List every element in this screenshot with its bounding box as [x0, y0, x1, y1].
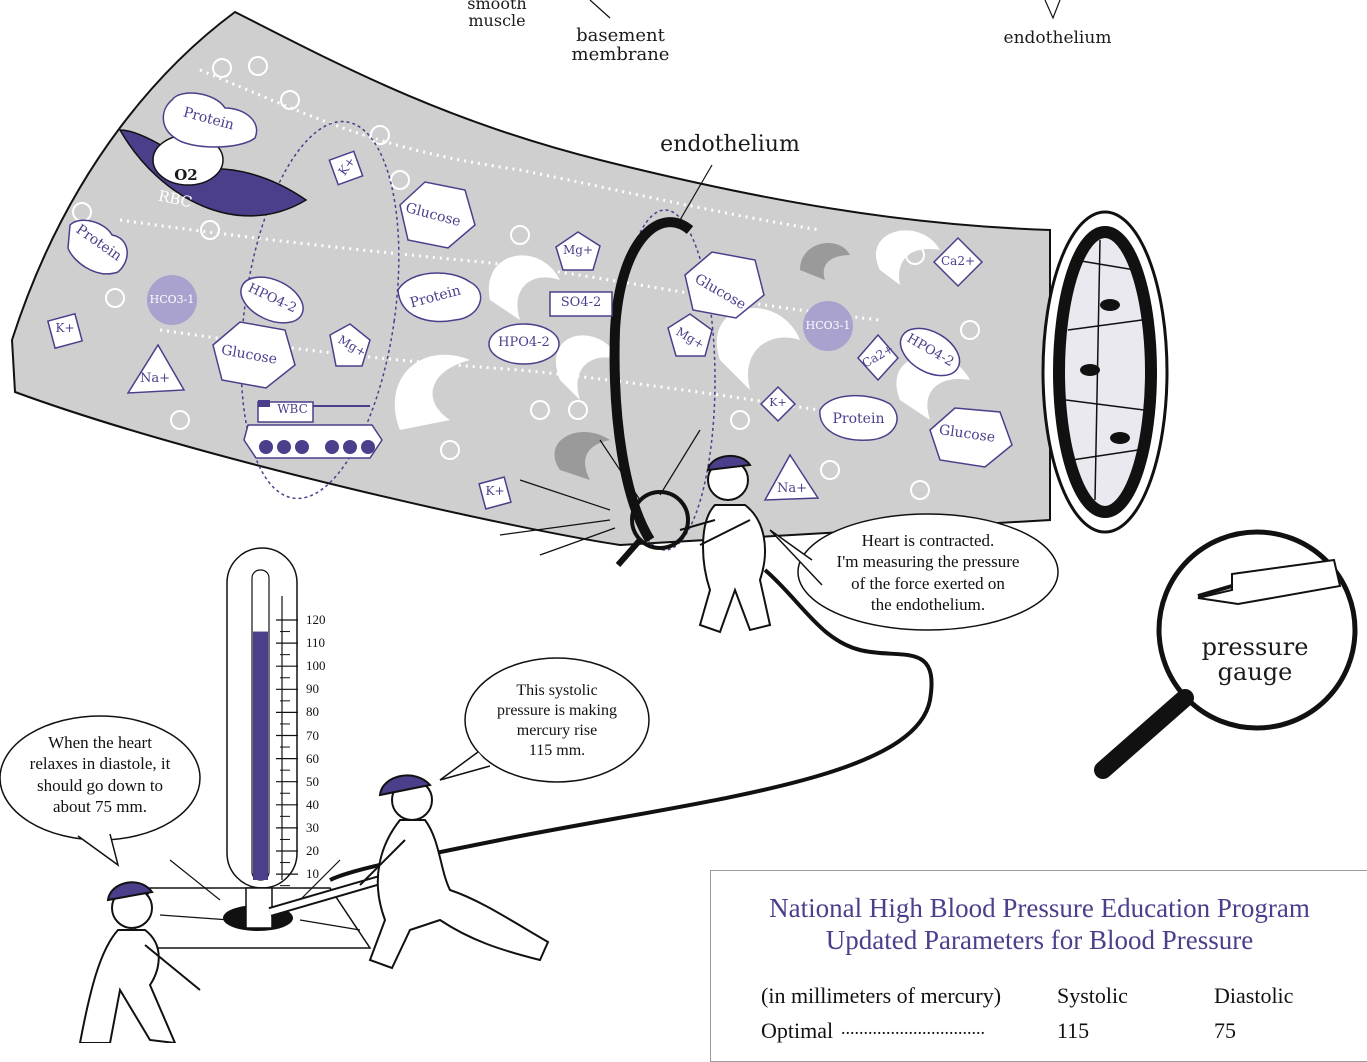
pressure-gauge-label-line: pressure [1190, 635, 1320, 660]
gauge-tick-label: 30 [306, 820, 319, 836]
table-row-systolic: 115 [1057, 1018, 1089, 1044]
bubble-line: Heart is contracted. [800, 530, 1056, 551]
na-label: Na+ [135, 372, 175, 386]
gauge-tick-label: 80 [306, 704, 319, 720]
bubble-line: about 75 mm. [0, 796, 200, 817]
table-row-diastolic: 75 [1214, 1018, 1236, 1044]
protein-label: Protein [826, 412, 891, 427]
pump-worker-figure [360, 775, 548, 968]
oxygen-label: O2 [166, 168, 206, 184]
mg-label: Mg+ [558, 244, 598, 257]
na-label: Na+ [772, 482, 812, 496]
table-row-dots: ................................ [841, 1018, 985, 1039]
bubble-line: the endothelium. [800, 594, 1056, 615]
gauge-tick-label: 120 [306, 612, 326, 628]
ca-label: Ca2+ [938, 255, 978, 268]
bubble-line: This systolic [470, 681, 644, 701]
smooth-muscle-pointer [590, 0, 610, 18]
basement-membrane-label-line: membrane [548, 46, 693, 65]
k-label: K+ [763, 397, 793, 409]
endothelium-top-label: endothelium [990, 30, 1125, 48]
pressure-gauge-label: pressure gauge [1190, 635, 1320, 685]
table-row-label: Optimal [761, 1018, 833, 1044]
table-header-systolic: Systolic [1057, 983, 1128, 1009]
gauge-tick-label: 110 [306, 635, 325, 651]
bubble-line: should go down to [0, 775, 200, 796]
mercury-level-fill [253, 632, 268, 880]
bubble-line: pressure is making [470, 701, 644, 721]
hco3-label: HCO3-1 [142, 294, 202, 306]
gauge-tick-label: 90 [306, 681, 319, 697]
smooth-muscle-label: smooth muscle [432, 0, 562, 30]
panel-title-line-1: National High Blood Pressure Education P… [711, 893, 1367, 924]
gauge-tick-label: 20 [306, 843, 319, 859]
basement-membrane-label: basement membrane [548, 27, 693, 65]
gauge-tick-label: 10 [306, 866, 319, 882]
vessel-opening-ring [1059, 232, 1151, 512]
blood-pressure-parameters-panel: National High Blood Pressure Education P… [710, 870, 1367, 1062]
k-label: K+ [480, 485, 510, 498]
endothelium-center-label: endothelium [650, 133, 810, 156]
bubble-line: mercury rise [470, 721, 644, 741]
endothelium-top-pointer [1045, 0, 1060, 18]
wbc-label: WBC [270, 403, 315, 416]
gauge-tick-label: 60 [306, 751, 319, 767]
gauge-tick-label: 100 [306, 658, 326, 674]
cell-nucleus [1100, 299, 1120, 311]
cell-nucleus [1080, 364, 1100, 376]
gauge-tick-label: 50 [306, 774, 319, 790]
so4-label: SO4-2 [550, 296, 612, 310]
speech-bubble-systolic: This systolic pressure is making mercury… [470, 681, 644, 761]
cell-nucleus [1110, 432, 1130, 444]
bubble-line: 115 mm. [470, 741, 644, 761]
speech-bubble-diastolic: When the heart relaxes in diastole, it s… [0, 732, 200, 817]
gauge-tick-label: 70 [306, 728, 319, 744]
plunger [246, 888, 272, 928]
gauge-tick-label: 40 [306, 797, 319, 813]
k-label: K+ [50, 322, 80, 335]
pressure-gauge-label-line: gauge [1190, 660, 1320, 685]
hco3-label: HCO3-1 [798, 320, 858, 332]
smooth-muscle-label-line: muscle [432, 13, 562, 30]
speech-bubble-endothelium: Heart is contracted. I'm measuring the p… [800, 530, 1056, 615]
table-header-diastolic: Diastolic [1214, 983, 1293, 1009]
panel-title-line-2: Updated Parameters for Blood Pressure [711, 925, 1367, 956]
bubble-line: of the force exerted on [800, 573, 1056, 594]
bubble-line: I'm measuring the pressure [800, 551, 1056, 572]
pressure-gauge-magnifier-handle [1103, 698, 1185, 770]
bubble-line: When the heart [0, 732, 200, 753]
hpo4-label: HPO4-2 [494, 336, 554, 350]
bubble-line: relaxes in diastole, it [0, 753, 200, 774]
table-header-unit: (in millimeters of mercury) [761, 983, 1001, 1009]
